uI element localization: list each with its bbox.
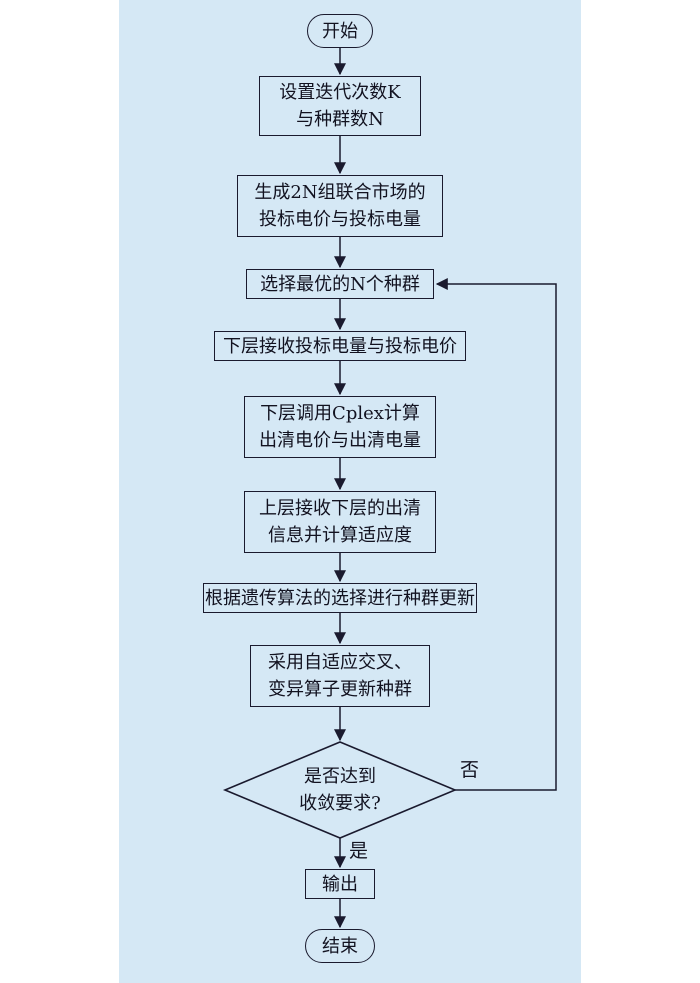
- node-ga-update: 根据遗传算法的选择进行种群更新: [203, 583, 477, 613]
- node-select-best-label: 选择最优的N个种群: [260, 273, 420, 295]
- node-set-params: 设置迭代次数K 与种群数N: [259, 76, 421, 136]
- node-select-best: 选择最优的N个种群: [246, 269, 434, 299]
- node-output: 输出: [305, 869, 375, 899]
- node-cplex-line1: 下层调用Cplex计算: [260, 403, 420, 424]
- node-start: 开始: [307, 14, 373, 48]
- node-crossover-mutation: 采用自适应交叉、 变异算子更新种群: [250, 645, 430, 707]
- node-end: 结束: [305, 929, 375, 963]
- node-cplex-line2: 出清电价与出清电量: [259, 430, 421, 451]
- node-set-params-line1: 设置迭代次数K: [279, 82, 401, 103]
- edge-label-yes: 是: [349, 840, 369, 862]
- node-generate-line1: 生成2N组联合市场的: [254, 182, 426, 203]
- node-output-label: 输出: [322, 873, 358, 895]
- node-ga-update-label: 根据遗传算法的选择进行种群更新: [205, 587, 475, 609]
- node-end-label: 结束: [322, 935, 358, 957]
- node-lower-receive-label: 下层接收投标电量与投标电价: [223, 335, 457, 357]
- node-lower-receive: 下层接收投标电量与投标电价: [214, 331, 466, 361]
- node-converge-line1: 是否达到: [304, 766, 376, 787]
- node-upper-receive-line1: 上层接收下层的出清: [259, 498, 421, 519]
- node-generate-population: 生成2N组联合市场的 投标电价与投标电量: [237, 175, 443, 237]
- node-convergence-decision: 是否达到 收敛要求?: [265, 763, 415, 817]
- edge-label-no: 否: [460, 759, 480, 781]
- node-converge-line2: 收敛要求?: [299, 793, 381, 814]
- node-crossover-line1: 采用自适应交叉、: [268, 652, 412, 673]
- node-generate-line2: 投标电价与投标电量: [259, 209, 421, 230]
- node-upper-receive: 上层接收下层的出清 信息并计算适应度: [244, 491, 436, 553]
- node-set-params-line2: 与种群数N: [296, 109, 384, 130]
- node-cplex-compute: 下层调用Cplex计算 出清电价与出清电量: [244, 396, 436, 458]
- node-upper-receive-line2: 信息并计算适应度: [268, 525, 412, 546]
- node-start-label: 开始: [322, 20, 358, 42]
- node-crossover-line2: 变异算子更新种群: [268, 679, 412, 700]
